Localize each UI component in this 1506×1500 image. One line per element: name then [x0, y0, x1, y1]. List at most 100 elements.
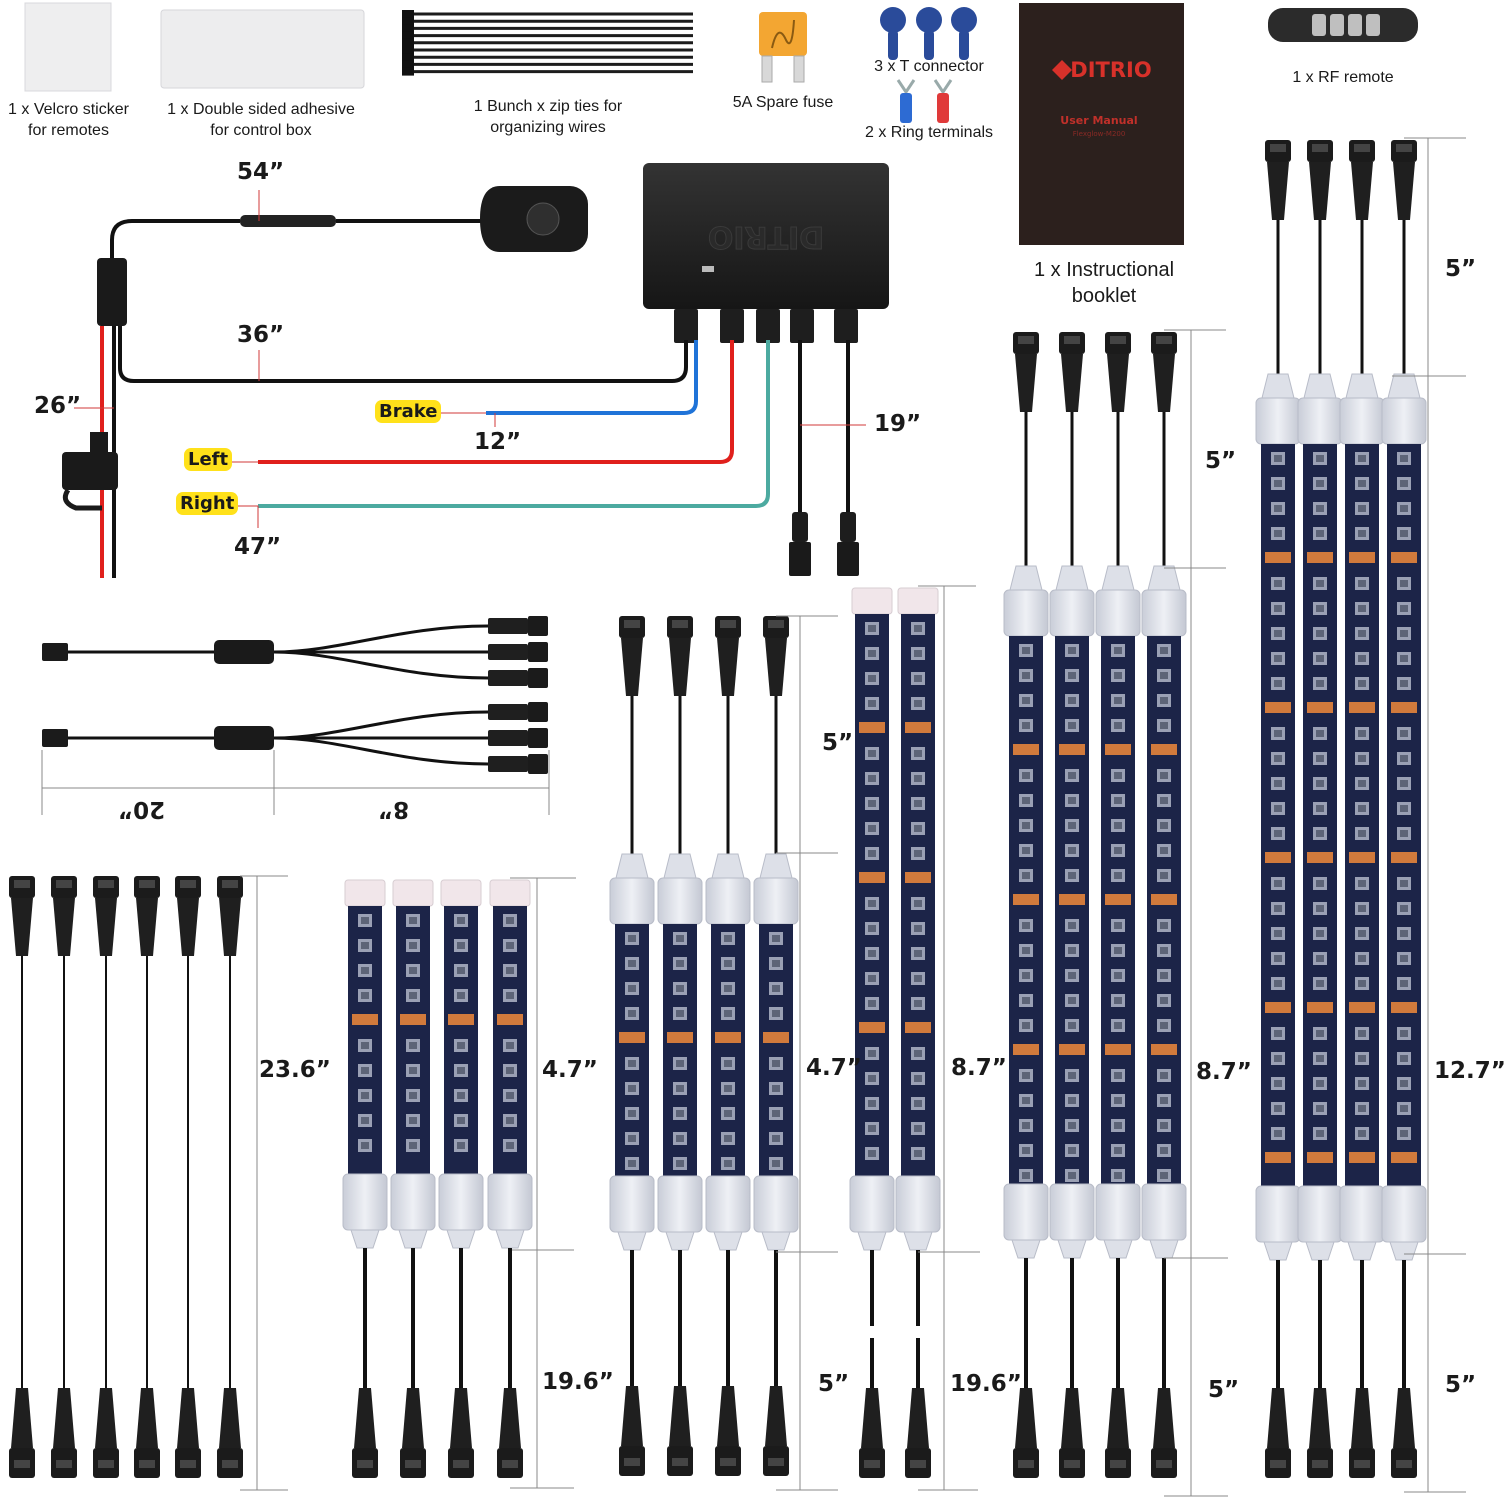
plug-connector [715, 1386, 741, 1476]
strip-unit [895, 587, 941, 1478]
splitter-input-plug [42, 729, 68, 747]
strip-unit [849, 587, 895, 1478]
plug-connector [715, 616, 741, 696]
strip-unit [753, 616, 799, 1476]
extension-cable [9, 876, 35, 1478]
booklet-subtitle: Flexglow-M200 [1073, 130, 1126, 138]
set-b-strip-length: 4.7” [806, 1055, 862, 1081]
plug-connector [134, 876, 160, 956]
strip-set-a [342, 879, 533, 1478]
control-box [643, 163, 889, 309]
plug-connector [667, 1386, 693, 1476]
plug-connector [51, 876, 77, 956]
fuse-label: 5A Spare fuse [732, 94, 834, 111]
plug-connector [1307, 140, 1333, 220]
plug-connector [51, 1388, 77, 1478]
plug-connector [217, 876, 243, 956]
zip-ties-label-line-2: organizing wires [490, 119, 606, 136]
set-e-strip-length: 12.7” [1434, 1058, 1506, 1084]
zip-ties [402, 10, 693, 76]
led-strip [1147, 636, 1181, 1188]
extension-cables [9, 876, 243, 1478]
splitter-branch-plug [488, 670, 528, 686]
plug-connector [763, 1386, 789, 1476]
control-box-port [674, 309, 698, 343]
set-c-strip-length: 8.7” [951, 1055, 1007, 1081]
set-e-tail-length: 5” [1445, 1372, 1477, 1398]
control-box-port [834, 309, 858, 343]
brake-tag: Brake [375, 400, 442, 423]
set-b-tail-length: 5” [818, 1371, 850, 1397]
led-strip [1009, 636, 1043, 1188]
set-b-lead-length: 5” [822, 730, 854, 756]
plug-connector [667, 616, 693, 696]
led-strip [615, 924, 649, 1180]
extension-length: 23.6” [259, 1057, 331, 1083]
rf-remote [1268, 8, 1418, 42]
plug-connector [93, 1388, 119, 1478]
strip-unit [1297, 140, 1343, 1478]
set-a-tail-length: 19.6” [542, 1369, 614, 1395]
splitter-branch-length: 8” [378, 796, 410, 822]
splitter-branch-plug [488, 704, 528, 720]
strip-unit [1381, 140, 1427, 1478]
left-tag: Left [184, 448, 233, 471]
plug-connector [619, 1386, 645, 1476]
plug-connector [9, 1388, 35, 1478]
light-strip-sets [342, 140, 1427, 1478]
adhesive-pad [160, 9, 365, 89]
control-box-port [790, 309, 814, 343]
plug-connector [400, 1388, 426, 1478]
splitter-branch-plug [488, 618, 528, 634]
set-e-lead-length: 5” [1445, 256, 1477, 282]
strip-unit [1049, 332, 1095, 1478]
led-strip [1055, 636, 1089, 1188]
extension-cable [134, 876, 160, 1478]
plug-connector [448, 1388, 474, 1478]
strip-unit [438, 879, 484, 1478]
velcro-sticker [24, 2, 112, 92]
booklet-brand: DITRIO [1070, 58, 1151, 82]
set-c-tail-length: 19.6” [950, 1371, 1022, 1397]
adhesive-label-line-2: for control box [210, 122, 312, 139]
plug-connector [1349, 140, 1375, 220]
plug-connector [217, 1388, 243, 1478]
led-strip [1303, 444, 1337, 1190]
extension-cable [217, 876, 243, 1478]
right-tag: Right [176, 492, 239, 515]
strip-unit [609, 616, 655, 1476]
plug-connector [175, 1388, 201, 1478]
splitter-hub [214, 640, 274, 664]
control-box-ports [674, 309, 858, 343]
main-cable [118, 326, 688, 383]
strip-set-c [849, 587, 941, 1478]
plug-connector [1013, 1388, 1039, 1478]
plug-connector [1059, 332, 1085, 412]
signal-wire-length: 47” [234, 534, 282, 560]
led-strip [1387, 444, 1421, 1190]
strip-unit [487, 879, 533, 1478]
left-wire [258, 340, 734, 464]
splitter-cables [42, 616, 548, 774]
plug-connector [1105, 332, 1131, 412]
extension-cable [175, 876, 201, 1478]
instruction-booklet [1019, 3, 1184, 245]
spare-fuse [759, 12, 807, 83]
main-wire-length: 36” [237, 322, 285, 348]
control-box-port [720, 309, 744, 343]
strip-unit [705, 616, 751, 1476]
wiring-harness [62, 186, 859, 578]
splitter-input-plug [42, 643, 68, 661]
set-d-tail-length: 5” [1208, 1377, 1240, 1403]
t-connectors [880, 7, 977, 60]
led-strip [759, 924, 793, 1180]
booklet-label-line-2: booklet [1071, 285, 1137, 307]
led-strip [855, 614, 889, 1180]
strip-unit [342, 879, 388, 1478]
plug-connector [619, 616, 645, 696]
led-strip [493, 906, 527, 1178]
extension-cable [93, 876, 119, 1478]
strip-unit [1255, 140, 1301, 1478]
right-wire [258, 340, 770, 508]
